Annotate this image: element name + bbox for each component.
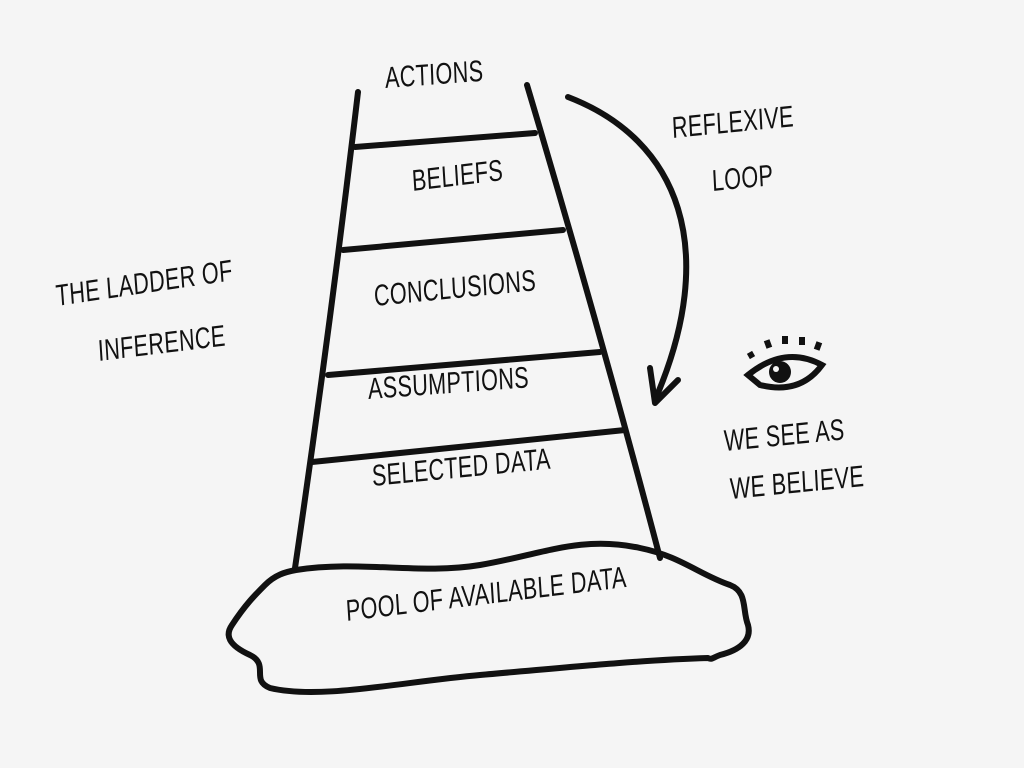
curved-arrow-icon (565, 94, 690, 403)
arrow-head (647, 365, 681, 406)
ladder-rung (309, 427, 628, 465)
pool-outline (225, 540, 752, 695)
rung-label-actions: ACTIONS (384, 54, 485, 95)
eye-icon (743, 336, 827, 391)
ladder-rung (325, 349, 603, 378)
loop-label-2: LOOP (711, 159, 775, 198)
ladder-rung (340, 227, 566, 253)
ladder-left-rail (292, 89, 361, 571)
ladder-rung (352, 130, 538, 150)
ladder-right-rail (524, 82, 663, 561)
